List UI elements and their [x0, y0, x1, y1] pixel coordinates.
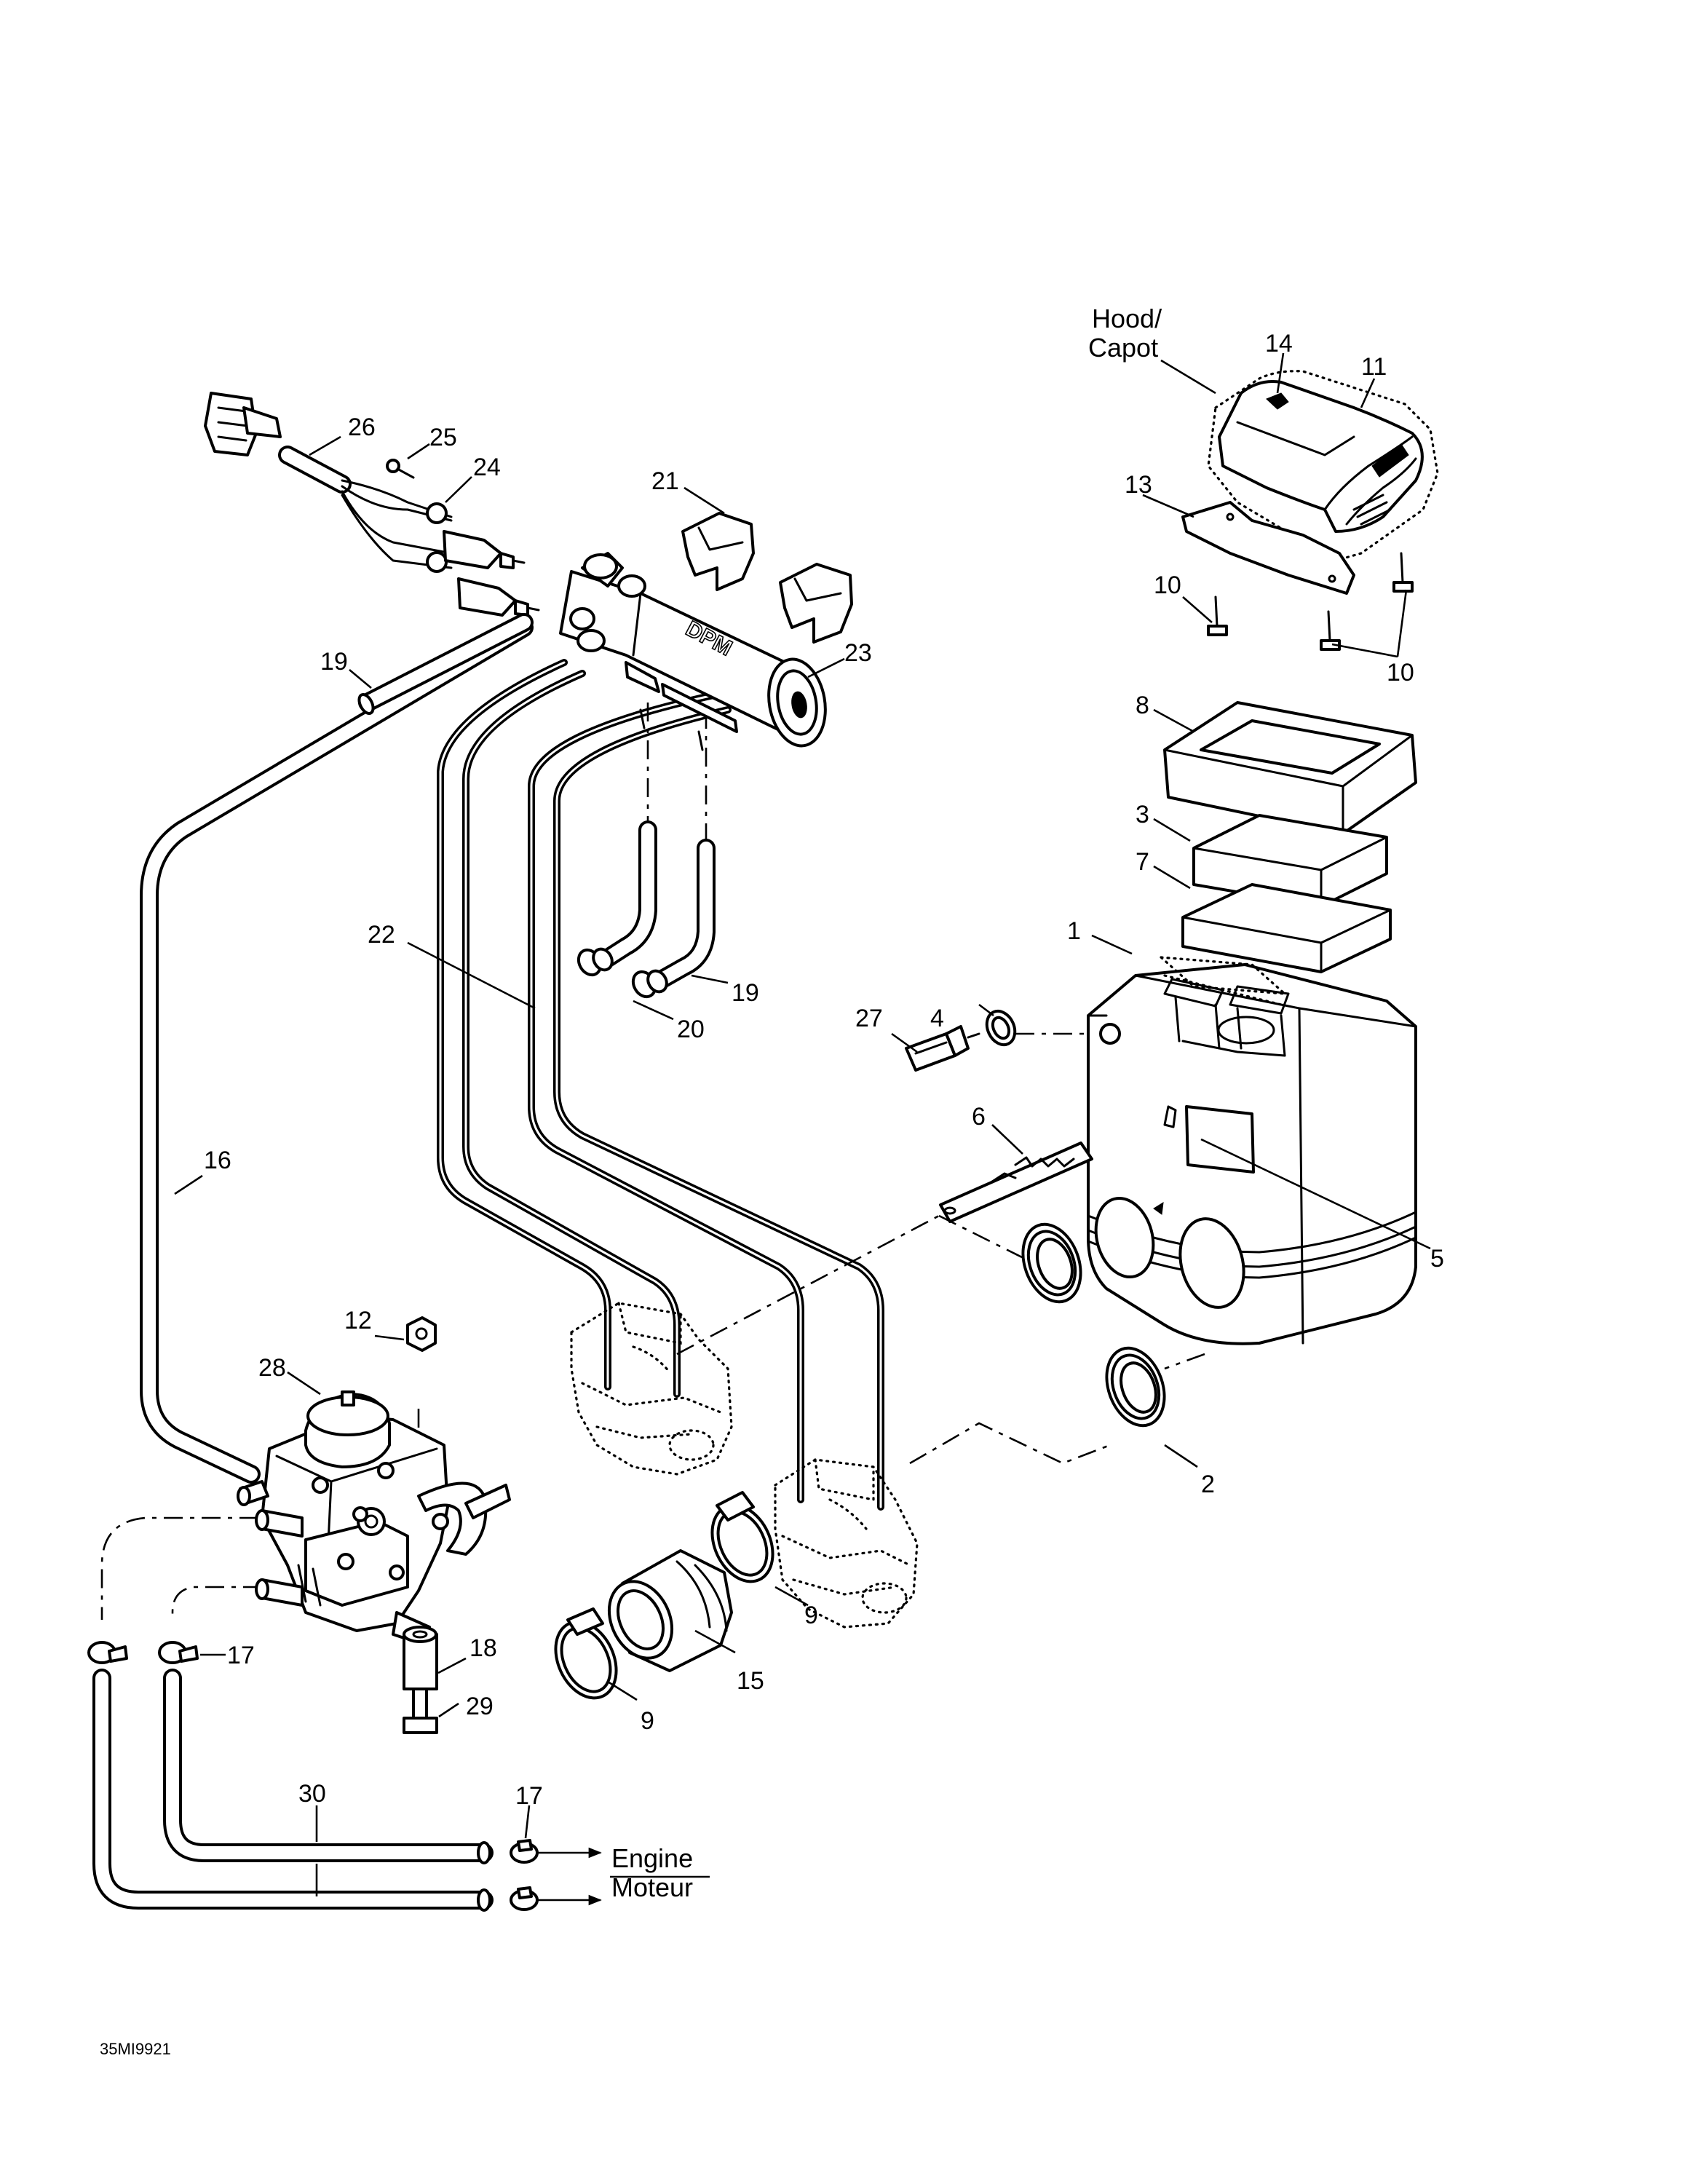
callout-7: 7 [1136, 848, 1149, 876]
callout-24: 24 [473, 454, 501, 481]
tab-6 [939, 1142, 1093, 1223]
fuel-pump-28 [237, 1390, 511, 1647]
callout-27: 27 [855, 1005, 883, 1032]
hood-outline [1207, 370, 1439, 562]
callout-4: 4 [930, 1005, 944, 1032]
injectors [443, 530, 540, 617]
clip-24 [426, 502, 448, 573]
hood-part-11 [1218, 380, 1424, 533]
hood-label-line2: Capot [1088, 333, 1158, 363]
engine-label: Engine Moteur [611, 1843, 693, 1902]
callout-10-left: 10 [1154, 571, 1181, 599]
callout-30: 30 [298, 1780, 326, 1808]
fuel-lines-22 [437, 659, 884, 1511]
callout-15: 15 [737, 1667, 764, 1695]
callout-21: 21 [651, 467, 679, 495]
hood-plate-13 [1181, 501, 1355, 595]
callout-9-upper: 9 [804, 1602, 818, 1629]
callout-3: 3 [1136, 801, 1149, 828]
hood-label: Hood/ Capot [1088, 304, 1162, 363]
rubber-adaptor-upper [1021, 1222, 1082, 1304]
nut-12 [406, 1316, 437, 1352]
callout-2: 2 [1201, 1471, 1215, 1498]
air-silencer-1 [1087, 956, 1417, 1345]
callout-17-left: 17 [227, 1642, 255, 1669]
callout-12: 12 [344, 1307, 372, 1334]
clip-21a [681, 512, 755, 591]
clamp-9-upper [710, 1491, 774, 1583]
hood-label-line1: Hood/ [1092, 304, 1162, 333]
callout-numbers: 1 2 3 4 5 6 7 8 9 9 10 10 11 12 13 14 15… [204, 330, 1444, 1810]
carburetor-right [774, 1458, 919, 1629]
callout-19-upper: 19 [320, 648, 348, 676]
callout-26: 26 [348, 414, 376, 441]
screw-25 [386, 459, 415, 479]
leader-lines [174, 352, 1431, 1896]
engine-label-line2: Moteur [611, 1872, 693, 1902]
clamp-9-lower [554, 1607, 618, 1700]
hose-19-upper [357, 613, 534, 715]
callout-5: 5 [1430, 1245, 1444, 1273]
fuel-return-hoses-30 [92, 1669, 494, 1912]
clamps-20 [576, 947, 668, 999]
spacer-18 [403, 1626, 438, 1690]
callout-11: 11 [1361, 353, 1387, 381]
callout-10-right: 10 [1387, 659, 1414, 687]
wire-harness-26 [204, 392, 453, 569]
callout-17-right: 17 [515, 1782, 543, 1810]
sensor-27 [905, 1025, 980, 1072]
callout-9-lower: 9 [641, 1707, 654, 1735]
callout-14: 14 [1265, 330, 1293, 357]
callout-28: 28 [258, 1354, 286, 1382]
emblem-14 [1266, 392, 1289, 410]
callout-22: 22 [368, 921, 395, 949]
callout-25: 25 [429, 424, 457, 451]
filter-frame-8 [1163, 701, 1417, 835]
callout-29: 29 [466, 1693, 494, 1720]
filter-element-3 [1192, 814, 1388, 908]
carburetor-left [570, 1302, 733, 1476]
callout-6: 6 [972, 1103, 986, 1131]
clamps-17 [87, 1641, 539, 1911]
callout-13: 13 [1125, 471, 1152, 499]
grommet-4 [985, 1009, 1017, 1047]
engine-arrows [537, 1847, 710, 1906]
intake-adaptor-15 [607, 1549, 733, 1672]
callout-19-lower: 19 [732, 979, 759, 1007]
hose-16 [140, 618, 534, 1484]
callout-18: 18 [469, 1634, 497, 1662]
engine-label-line1: Engine [611, 1843, 693, 1873]
drawing-code: 35MI9921 [100, 2040, 171, 2058]
screw-29 [403, 1688, 438, 1734]
filter-element-7 [1181, 883, 1392, 973]
callout-23: 23 [844, 639, 872, 667]
screws-10 [1207, 552, 1414, 651]
clip-21b [779, 563, 853, 644]
rubber-adaptor-2 [1105, 1346, 1166, 1428]
callout-8: 8 [1136, 692, 1149, 719]
callout-20: 20 [677, 1016, 705, 1043]
callout-16: 16 [204, 1147, 231, 1174]
hose-19-lower [596, 820, 716, 989]
callout-1: 1 [1067, 917, 1081, 945]
